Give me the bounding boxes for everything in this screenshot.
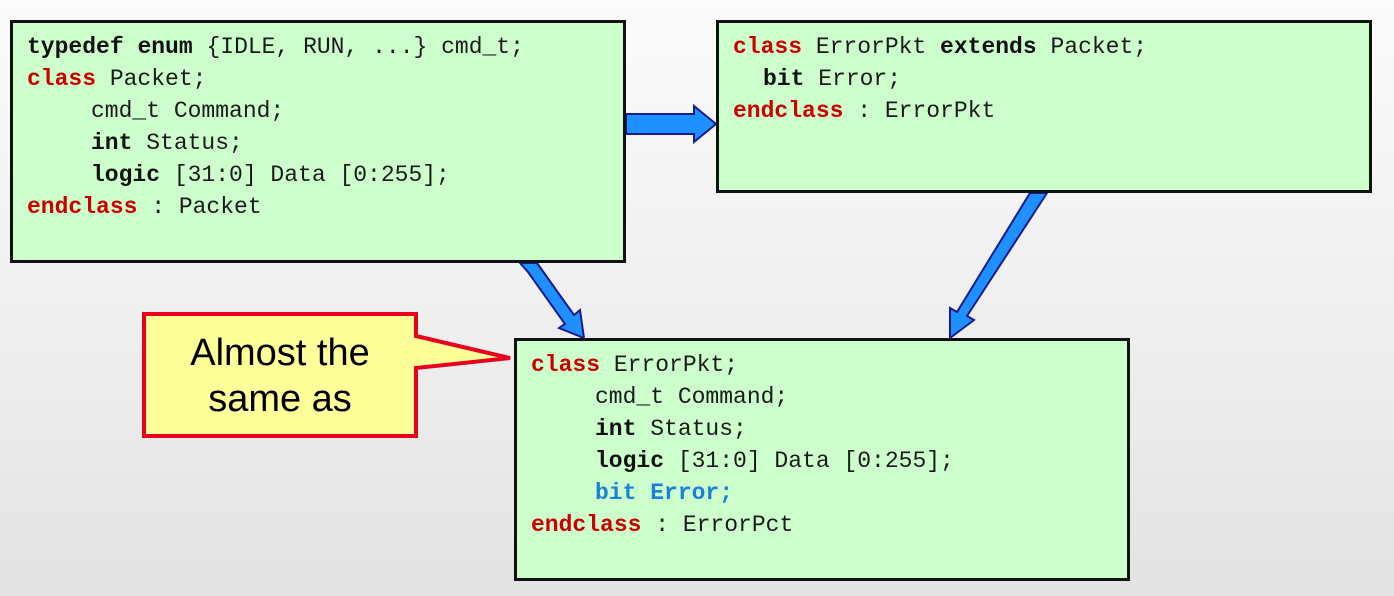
code-text: {IDLE, RUN, ...} cmd_t; xyxy=(192,34,524,60)
keyword-typedef: typedef xyxy=(27,34,124,60)
keyword-extends: extends xyxy=(940,34,1037,60)
code-text: [31:0] Data [0:255]; xyxy=(160,162,450,188)
code-line: class Packet; xyxy=(27,63,623,95)
code-line: class ErrorPkt extends Packet; xyxy=(733,31,1369,63)
code-line: typedef enum {IDLE, RUN, ...} cmd_t; xyxy=(27,31,623,63)
code-text: : ErrorPct xyxy=(641,512,794,538)
keyword-logic: logic xyxy=(595,448,665,474)
code-text: Error; xyxy=(804,66,902,92)
code-line: int Status; xyxy=(27,127,623,159)
packet-class-box: typedef enum {IDLE, RUN, ...} cmd_t;clas… xyxy=(10,20,626,263)
arrow-packet-to-errorpkt xyxy=(625,103,718,145)
keyword-endclass: endclass xyxy=(733,98,844,124)
code-text: Packet; xyxy=(96,66,207,92)
code-line: class ErrorPkt; xyxy=(531,349,1127,381)
code-line: cmd_t Command; xyxy=(531,381,1127,413)
keyword-enum: enum xyxy=(137,34,193,60)
arrow-errorpkt-to-result xyxy=(949,192,1049,340)
keyword-class: class xyxy=(27,66,97,92)
callout-line-2: same as xyxy=(208,378,352,420)
code-line: logic [31:0] Data [0:255]; xyxy=(531,445,1127,477)
code-text: : ErrorPkt xyxy=(843,98,996,124)
code-line: endclass : ErrorPct xyxy=(531,509,1127,541)
code-text-highlighted: Error; xyxy=(636,480,734,506)
code-line: logic [31:0] Data [0:255]; xyxy=(27,159,623,191)
keyword-logic: logic xyxy=(91,162,161,188)
code-line: int Status; xyxy=(531,413,1127,445)
code-text: Packet; xyxy=(1036,34,1148,60)
code-text: cmd_t Command; xyxy=(595,384,789,410)
code-text: cmd_t Command; xyxy=(91,98,285,124)
arrow-packet-to-result xyxy=(517,262,586,340)
code-text: Status; xyxy=(636,416,747,442)
code-line-highlighted: bit Error; xyxy=(531,477,1127,509)
keyword-bit: bit xyxy=(595,480,637,506)
code-text: Status; xyxy=(132,130,243,156)
keyword-endclass: endclass xyxy=(531,512,642,538)
code-line: endclass : Packet xyxy=(27,191,623,223)
keyword-int: int xyxy=(595,416,637,442)
flattened-class-box: class ErrorPkt; cmd_t Command; int Status;… xyxy=(514,338,1130,581)
code-line: cmd_t Command; xyxy=(27,95,623,127)
callout-line-1: Almost the xyxy=(190,332,370,374)
keyword-int: int xyxy=(91,130,133,156)
keyword-class: class xyxy=(531,352,601,378)
keyword-class: class xyxy=(733,34,803,60)
code-text: ErrorPkt; xyxy=(600,352,739,378)
code-text: : Packet xyxy=(137,194,262,220)
code-text: [31:0] Data [0:255]; xyxy=(664,448,954,474)
code-text: ErrorPkt xyxy=(802,34,941,60)
errorpkt-class-box: class ErrorPkt extends Packet;bit Error;… xyxy=(716,20,1372,193)
code-line: endclass : ErrorPkt xyxy=(733,95,1369,127)
keyword-bit: bit xyxy=(763,66,805,92)
code-line: bit Error; xyxy=(733,63,1369,95)
keyword-endclass: endclass xyxy=(27,194,138,220)
callout-label: Almost the same as xyxy=(146,318,414,434)
